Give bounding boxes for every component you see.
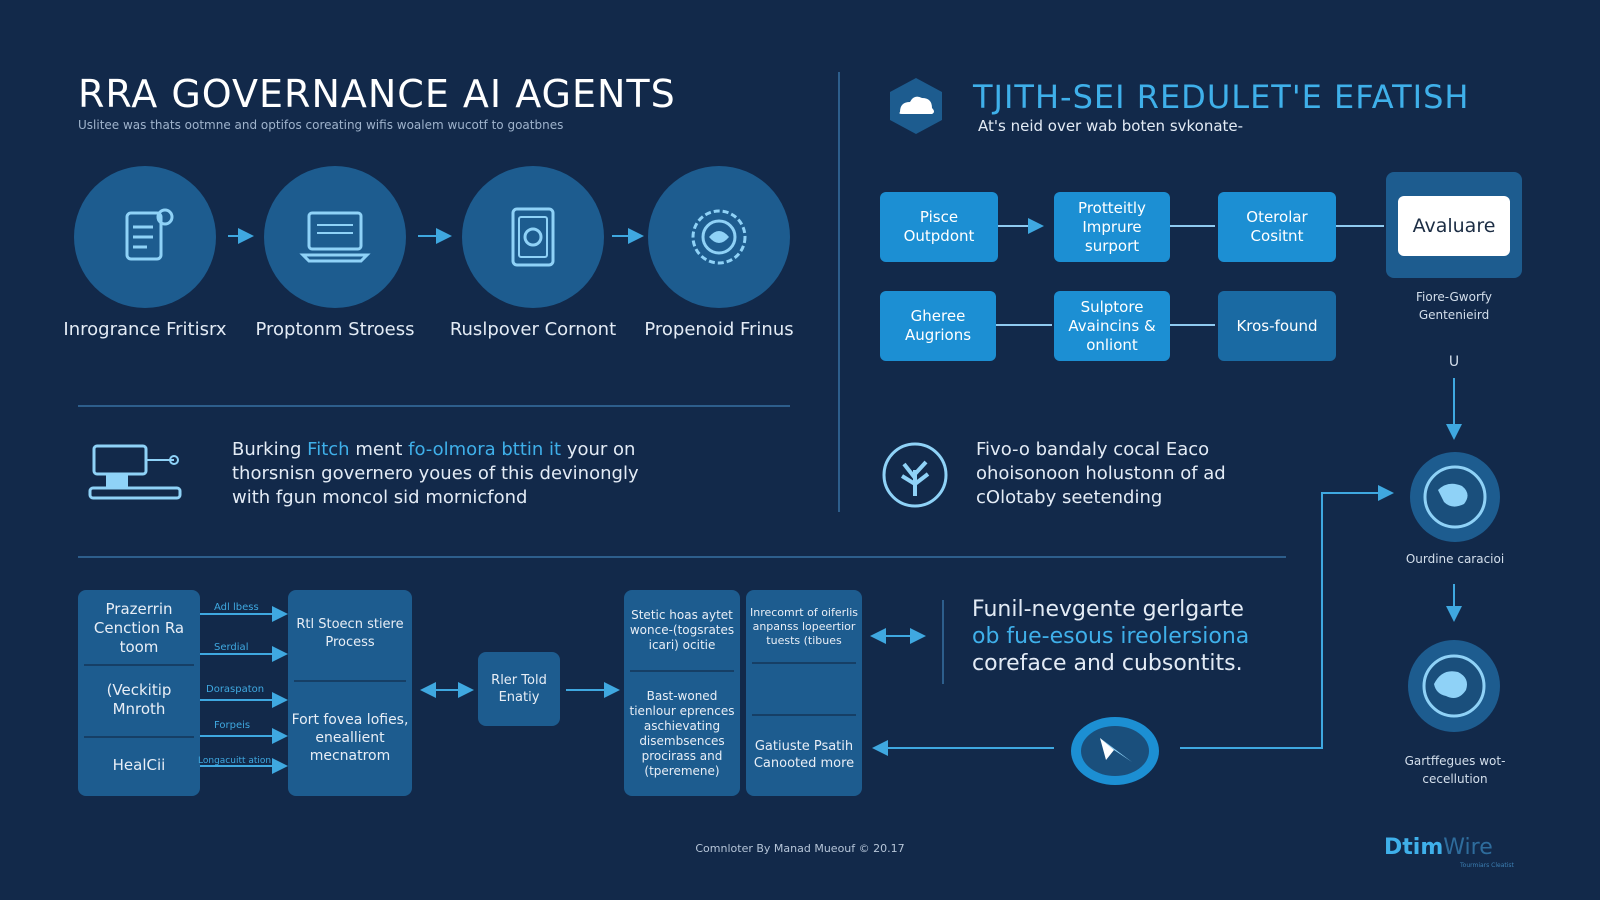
page-subtitle: Uslitee was thats ootmne and optifos cor… [78,118,564,132]
column-1-box: Stetic hoas aytet wonce-(togsrates icari… [624,590,740,796]
compass-icon [1070,716,1160,786]
process-box: Rtl Stoecn stiere Process Fort fovea lof… [288,590,412,796]
left-note-line-2: thorsnisn governero youes of this devino… [232,463,639,484]
arrow-label-3: Doraspaton [206,684,265,695]
divider-bottom-right [942,600,944,684]
divider-top-left [78,405,790,407]
column-2-box: Inrecomrt of oiferlis anpanss lopeertior… [746,590,862,796]
bottom-note-line-2: ob fue-esous ireolersiona [972,624,1250,649]
laptop-icon [299,211,371,263]
right-note-line-3: cOlotaby seetending [976,487,1163,508]
bottom-note-line-3: coreface and cubsontits. [972,651,1243,676]
column-2-cell-3: Gatiuste Psatih Canooted more [753,739,855,771]
right-note-line-2: ohoisonoon holustonn of ad [976,463,1226,484]
globe-1-label: Ourdine caracioi [1405,552,1505,566]
file-lock-icon [511,207,555,267]
process-separator [294,680,406,682]
flow-box-outpoint: Pisce Outpdont [880,192,998,262]
bottom-left-stack: Prazerrin Cenction Ra toom (Veckitip Mnr… [78,590,200,796]
step-2-label: Proptonm Stroess [255,319,415,340]
page-title: RRA GOVERNANCE AI AGENTS [78,72,676,116]
step-4-label: Propenoid Frinus [644,319,794,340]
evaluate-caption: Fiore-Gworfy Gentenieird [1415,290,1493,322]
earth-icon [1406,638,1502,734]
column-1-cell-1: Stetic hoas aytet wonce-(togsrates icari… [629,607,735,652]
left-note-line-3: with fgun moncol sid mornicfond [232,487,528,508]
section-title: TJITH-SEI REDULET'E EFATISH [973,78,1470,116]
cloud-icon [884,76,948,136]
column-2-separator [752,662,856,664]
step-2-circle [264,166,406,308]
stack-cell-2: (Veckitip Mnroth [106,681,172,718]
column-1-separator [630,670,734,672]
flow-box-kros-found: Kros-found [1218,291,1336,361]
process-cell-1: Rtl Stoecn stiere Process [296,617,404,650]
document-icon [125,208,174,261]
column-1-cell-2: Bast-woned tienlour eprences aschievatin… [629,689,735,778]
globe-icon [1408,450,1502,544]
flow-box-augrions: Gheree Augrions [880,291,996,361]
flow-box-cosint: Oterolar Cositnt [1218,192,1336,262]
column-2-cell-2 [746,666,862,710]
arrow-label-2: Serdial [214,642,249,653]
machine-icon [82,440,182,504]
section-subtitle: At's neid over wab boten svkonate- [978,117,1244,135]
center-box: Rler Told Enatiy [478,652,560,726]
step-1-circle [74,166,216,308]
flow-box-improve-support: Protteitly Imprure surport [1054,192,1170,262]
tree-icon [880,440,950,510]
step-4-circle [648,166,790,308]
globe-2-label: Gartffegues wot-cecellution [1404,754,1506,786]
arrow-label-4: Forpeis [214,720,251,731]
return-connector [1180,485,1394,749]
bottom-note-line-1: Funil-nevgente gerlgarte [972,597,1244,622]
brand-tagline: Tourmiars Cleatist [1460,862,1514,869]
step-3-circle [462,166,604,308]
vertical-divider [838,72,840,512]
column-2-cell-1: Inrecomrt of oiferlis anpanss lopeertior… [750,606,858,647]
bottom-note: Funil-nevgente gerlgarte ob fue-esous ir… [972,596,1332,677]
left-note: Burking Fitch ment fo-olmora bttin it yo… [232,438,792,510]
left-note-line-1: Burking Fitch ment fo-olmora bttin it yo… [232,439,636,460]
right-note-line-1: Fivo-o bandaly cocal Eaco [976,439,1210,460]
step-1-label: Inrogrance Fritisrx [63,319,227,340]
stack-cell-3: HealCii [112,755,166,774]
right-note: Fivo-o bandaly cocal Eaco ohoisonoon hol… [976,438,1296,510]
side-mark: U [1448,354,1460,370]
brand-logo: DtimWire [1384,835,1493,860]
arrow-label-1: Adl lbess [214,602,259,613]
globe-gear-icon [691,209,747,265]
flow-box-avaincins: Sulptore Avaincins & onliont [1054,291,1170,361]
stack-separator [84,736,194,738]
process-cell-2: Fort fovea lofies, eneallient mecnatrom [291,712,409,764]
arrow-label-5: Longacuitt ation [198,756,272,766]
stack-cell-1: Prazerrin Cenction Ra toom [93,599,185,656]
evaluate-box: Avaluare [1398,196,1510,256]
footer-credit: Comnloter By Manad Mueouf © 20.17 [695,842,905,855]
step-3-label: Ruslpover Cornont [449,319,617,340]
divider-middle [78,556,1286,558]
stack-separator [84,664,194,666]
column-2-separator [752,714,856,716]
